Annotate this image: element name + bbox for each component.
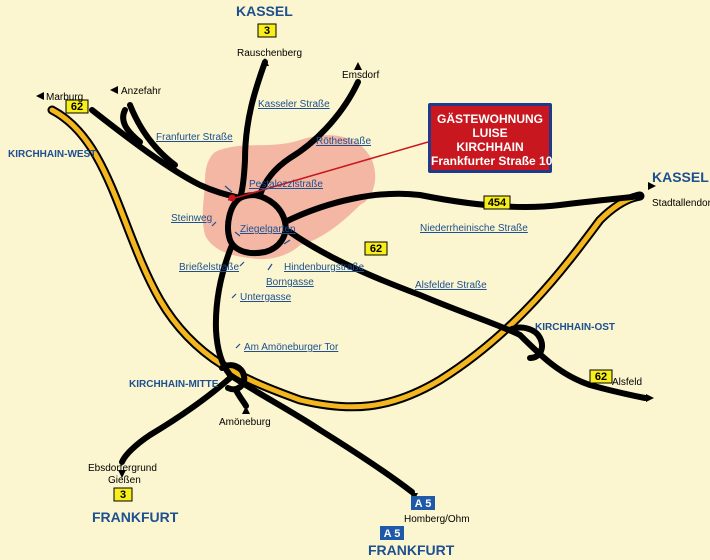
city-frankfurt-bottom: FRANKFURT — [368, 542, 455, 558]
town-emsdorf: Emsdorf — [342, 70, 379, 81]
town-anzefahr: Anzefahr — [121, 86, 162, 97]
street-niederrheinische: Niederrheinische Straße — [420, 223, 528, 234]
callout-line-1: GÄSTEWOHNUNG — [437, 112, 543, 126]
street-amoeneburger-tor: Am Amöneburger Tor — [244, 342, 339, 353]
svg-text:62: 62 — [370, 243, 382, 255]
autobahn-badge-a5-bottom: A 5 — [380, 526, 404, 540]
street-kasseler: Kasseler Straße — [258, 99, 330, 110]
street-briessel: Brießelstraße — [179, 262, 239, 273]
callout-line-2: LUISE — [472, 126, 508, 140]
street-roethe: Röthestraße — [316, 136, 371, 147]
autobahn-badge-a5-top: A 5 — [411, 496, 435, 510]
city-kassel-top: KASSEL — [236, 3, 293, 19]
street-arrows — [211, 185, 291, 349]
town-alsfeld: Alsfeld — [612, 377, 642, 388]
route-badge-b62-right: 62 — [589, 369, 613, 384]
svg-text:62: 62 — [71, 101, 83, 113]
svg-text:62: 62 — [595, 371, 607, 383]
town-ebsdorfergrund: Ebsdorfergrund — [88, 463, 157, 474]
svg-text:A 5: A 5 — [384, 528, 401, 540]
town-homberg: Homberg/Ohm — [404, 514, 470, 525]
location-dot — [228, 194, 236, 202]
svg-text:A 5: A 5 — [415, 498, 432, 510]
interchange-kirchhain-mitte: KIRCHHAIN-MITTE — [129, 379, 219, 390]
route-badge-b454: 454 — [483, 195, 511, 210]
town-amoeneburg: Amöneburg — [219, 417, 271, 428]
street-pestalozzi: Pestalozzistraße — [249, 179, 323, 190]
street-hindenburg: Hindenburgstraße — [284, 262, 364, 273]
apartment-callout: GÄSTEWOHNUNG LUISE KIRCHHAIN Frankfurter… — [428, 103, 552, 173]
town-stadtallendorf: Stadtallendorf — [652, 198, 710, 209]
town-rauschenberg: Rauschenberg — [237, 48, 302, 59]
street-steinweg: Steinweg — [171, 213, 212, 224]
callout-pointer — [227, 141, 429, 201]
city-kassel-right: KASSEL — [652, 169, 709, 185]
street-borngasse: Borngasse — [266, 277, 314, 288]
interchange-kirchhain-ost: KIRCHHAIN-OST — [535, 322, 615, 333]
route-badges: 3 62 454 62 62 3 A 5 A 5 — [65, 23, 613, 540]
street-alsfelder: Alsfelder Straße — [415, 280, 487, 291]
city-frankfurt-left: FRANKFURT — [92, 509, 179, 525]
svg-text:3: 3 — [120, 489, 126, 501]
street-untergasse: Untergasse — [240, 292, 292, 303]
route-badge-b3-top: 3 — [257, 23, 277, 38]
town-marburg: Marburg — [46, 92, 83, 103]
roads — [89, 59, 648, 495]
street-frankfurter: Franfurter Straße — [156, 132, 233, 143]
interchange-kirchhain-west: KIRCHHAIN-WEST — [8, 149, 96, 160]
callout-line-4: Frankfurter Straße 10 — [431, 154, 553, 168]
autobahn-a5 — [47, 105, 645, 412]
triangle-marker-icon — [36, 58, 656, 501]
callout-line-3: KIRCHHAIN — [456, 140, 524, 154]
route-badge-b62-center: 62 — [364, 241, 388, 256]
town-giessen: Gießen — [108, 475, 141, 486]
route-badge-b3-bottom: 3 — [113, 487, 133, 502]
street-ziegelgarten: Ziegelgarten — [240, 224, 296, 235]
svg-text:454: 454 — [488, 197, 507, 209]
svg-text:3: 3 — [264, 25, 270, 37]
route-badge-b62-left: 62 — [65, 99, 89, 114]
